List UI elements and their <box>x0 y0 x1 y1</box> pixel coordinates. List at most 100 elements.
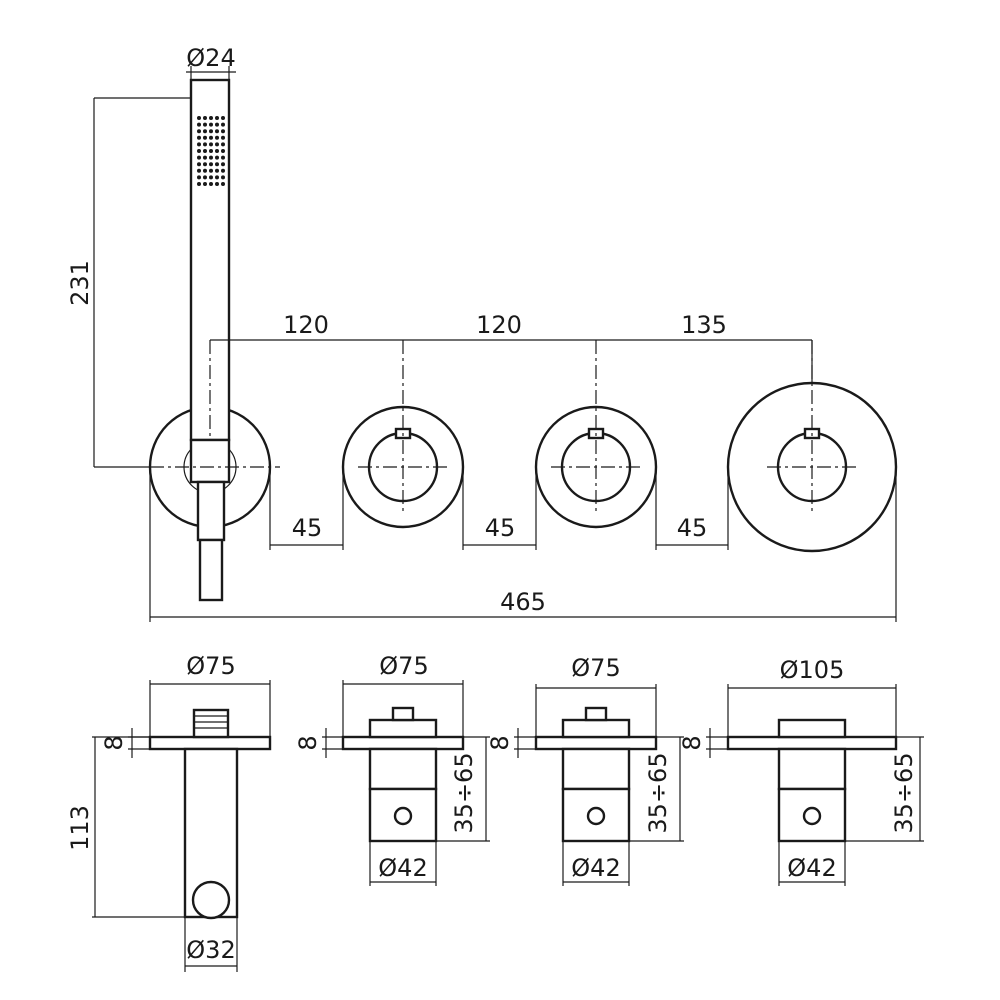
handshower-handle <box>189 78 231 442</box>
nozzle-dot <box>209 116 213 120</box>
control-2-side-plate <box>534 735 658 751</box>
thermostat-body-upper <box>777 747 847 791</box>
nozzle-dot <box>203 149 207 153</box>
thermostat-side-plate <box>726 735 898 751</box>
nozzle-dot <box>209 129 213 134</box>
nozzle-dot <box>221 129 225 134</box>
control-2-side-stem <box>584 706 608 722</box>
control-1-side-knob <box>368 718 438 739</box>
label-gap-2: 45 <box>485 514 516 542</box>
nozzle-dot <box>221 162 225 167</box>
label-plate-4-diameter: Ø105 <box>780 656 845 684</box>
nozzle-dot <box>221 149 225 153</box>
nozzle-dot <box>203 155 207 160</box>
nozzle-dot <box>215 149 219 153</box>
label-plate-thickness-2: 8 <box>294 735 322 750</box>
label-depth-range-2: 35÷65 <box>450 752 478 833</box>
label-body-2-diameter: Ø42 <box>378 854 427 882</box>
label-outlet-depth: 113 <box>66 805 94 851</box>
nozzle-dot <box>221 135 225 140</box>
nozzle-dot <box>215 129 219 134</box>
label-plate-thickness-4: 8 <box>678 735 706 750</box>
holder-connector <box>189 438 231 484</box>
label-outlet-diameter: Ø32 <box>186 936 235 964</box>
outlet-connector <box>192 708 230 739</box>
label-handshower-diameter: Ø24 <box>186 44 235 72</box>
handshower-nozzle-grid <box>197 116 225 186</box>
side-view-control-2: Ø75 8 35÷65 Ø42 <box>486 654 684 886</box>
nozzle-dot <box>215 162 219 167</box>
nozzle-dot <box>209 135 213 140</box>
front-view: Ø24 231 120 120 135 45 45 45 465 <box>66 44 898 622</box>
side-views: Ø75 8 113 Ø32 Ø75 <box>66 652 924 972</box>
label-plate-2-diameter: Ø75 <box>379 652 428 680</box>
nozzle-dot <box>221 142 225 147</box>
hose-stub <box>198 538 224 602</box>
nozzle-dot <box>215 116 219 120</box>
label-body-4-diameter: Ø42 <box>787 854 836 882</box>
control-2-side-knob <box>561 718 631 739</box>
label-plate-1-diameter: Ø75 <box>186 652 235 680</box>
nozzle-dot <box>221 182 225 186</box>
nozzle-dot <box>215 135 219 140</box>
label-plate-thickness-1: 8 <box>100 735 128 750</box>
nozzle-dot <box>209 168 213 173</box>
nozzle-dot <box>203 142 207 147</box>
nozzle-dot <box>215 168 219 173</box>
label-plate-3-diameter: Ø75 <box>571 654 620 682</box>
nozzle-dot <box>215 142 219 147</box>
label-handshower-height: 231 <box>66 260 94 306</box>
label-body-3-diameter: Ø42 <box>571 854 620 882</box>
nozzle-dot <box>209 155 213 160</box>
label-gap-1: 45 <box>292 514 323 542</box>
nozzle-dot <box>197 162 201 167</box>
nozzle-dot <box>215 182 219 186</box>
label-spacing-3: 135 <box>681 311 727 339</box>
nozzle-dot <box>203 135 207 140</box>
side-view-thermostat: Ø105 8 35÷65 Ø42 <box>678 656 924 886</box>
label-gap-3: 45 <box>677 514 708 542</box>
nozzle-dot <box>203 162 207 167</box>
nozzle-dot <box>221 175 225 180</box>
control-1-body-hole <box>393 806 413 826</box>
nozzle-dot <box>221 116 225 120</box>
nozzle-dot <box>197 116 201 120</box>
nozzle-dot <box>209 182 213 186</box>
nozzle-dot <box>203 168 207 173</box>
outlet-hole <box>191 880 231 920</box>
label-spacing-1: 120 <box>283 311 329 339</box>
outlet-plate <box>148 735 272 751</box>
nozzle-dot <box>221 155 225 160</box>
side-view-control-1: Ø75 8 35÷65 Ø42 <box>294 652 490 886</box>
hose-connector <box>196 480 226 542</box>
thermostat-body-hole <box>802 806 822 826</box>
thermostat-side-knob <box>777 718 847 739</box>
control-2-body-hole <box>586 806 606 826</box>
nozzle-dot <box>197 155 201 160</box>
label-plate-thickness-3: 8 <box>486 735 514 750</box>
label-total-length: 465 <box>500 588 546 616</box>
side-view-outlet: Ø75 8 113 Ø32 <box>66 652 272 972</box>
nozzle-dot <box>209 162 213 167</box>
nozzle-dot <box>203 122 207 127</box>
control-2-body-upper <box>561 747 631 791</box>
nozzle-dot <box>209 122 213 127</box>
nozzle-dot <box>197 168 201 173</box>
nozzle-dot <box>209 149 213 153</box>
nozzle-dot <box>221 122 225 127</box>
nozzle-dot <box>209 175 213 180</box>
nozzle-dot <box>197 129 201 134</box>
nozzle-dot <box>215 175 219 180</box>
nozzle-dot <box>215 122 219 127</box>
nozzle-dot <box>221 168 225 173</box>
label-spacing-2: 120 <box>476 311 522 339</box>
nozzle-dot <box>197 149 201 153</box>
control-1-side-plate <box>341 735 465 751</box>
nozzle-dot <box>197 182 201 186</box>
nozzle-dot <box>209 142 213 147</box>
label-depth-range-4: 35÷65 <box>890 752 918 833</box>
nozzle-dot <box>197 135 201 140</box>
nozzle-dot <box>203 116 207 120</box>
